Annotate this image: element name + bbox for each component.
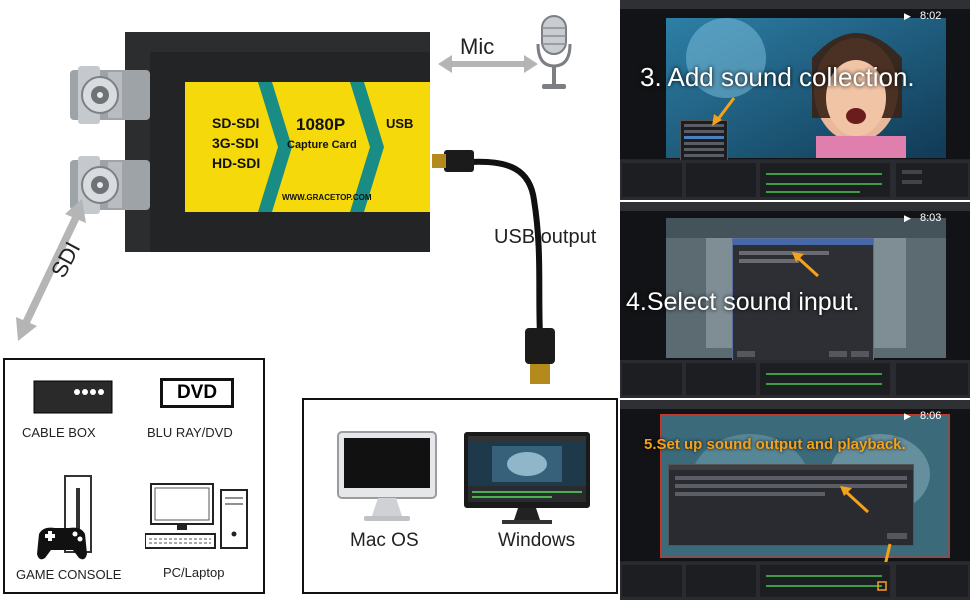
orange-arrow-icon xyxy=(712,97,736,126)
obs-menu-bar xyxy=(620,0,970,13)
windows-monitor-icon xyxy=(464,432,590,524)
device-title-line2: Capture Card xyxy=(287,139,357,151)
operating-systems-box: Mac OS Windows xyxy=(302,398,618,594)
cable-box-label: CABLE BOX xyxy=(22,425,96,440)
play-icon: ▶ xyxy=(904,213,911,223)
usb-output-label: USB output xyxy=(494,226,597,248)
imac-icon xyxy=(337,431,437,521)
device-input-line-1: SD-SDI xyxy=(212,115,259,131)
game-console-icon xyxy=(37,475,92,560)
bnc-connector-bottom xyxy=(70,156,150,214)
obs-screenshot-step-5: 5.Set up sound output and playback. 8:06… xyxy=(620,400,970,600)
mic-double-arrow-icon xyxy=(438,55,538,73)
sdi-double-arrow-icon xyxy=(16,199,86,341)
microphone-icon xyxy=(536,15,572,89)
obs-dock-panels xyxy=(620,360,970,398)
mic-label: Mic xyxy=(460,34,495,59)
windows-label: Windows xyxy=(498,530,576,551)
obs-preview-child-image xyxy=(666,18,946,158)
game-console-label: GAME CONSOLE xyxy=(16,567,122,582)
step-5-time: 8:06 xyxy=(920,410,942,422)
obs-dock-panels xyxy=(620,562,970,600)
bnc-connector-top xyxy=(70,66,150,124)
usb-cable-icon xyxy=(432,150,555,384)
device-input-line-3: HD-SDI xyxy=(212,155,260,171)
obs-menu-bar xyxy=(620,400,970,413)
step-4-time: 8:03 xyxy=(920,212,942,224)
dvd-logo-icon: DVD xyxy=(160,378,234,408)
step-4-text: 4.Select sound input. xyxy=(626,288,860,316)
mac-os-label: Mac OS xyxy=(350,530,419,551)
obs-screenshot-step-3: 3. Add sound collection. 8:02 ▶ xyxy=(620,0,970,200)
capture-card-device: SD-SDI 3G-SDI HD-SDI 1080P Capture Card … xyxy=(70,32,430,252)
obs-select-dialog xyxy=(732,238,874,362)
pc-laptop-icon xyxy=(145,483,248,549)
step-5-text: 5.Set up sound output and playback. xyxy=(644,436,906,453)
video-sources-box: CABLE BOX DVD BLU RAY/DVD GAME CONSOLE P… xyxy=(3,358,265,594)
yellow-label-band xyxy=(185,82,430,212)
play-icon: ▶ xyxy=(904,11,911,21)
device-website: WWW.GRACETOP.COM xyxy=(282,193,372,202)
play-icon: ▶ xyxy=(904,411,911,421)
device-usb-label: USB xyxy=(386,116,413,131)
cable-box-icon xyxy=(33,380,113,414)
step-3-time: 8:02 xyxy=(920,10,942,22)
dvd-logo-text: DVD xyxy=(176,382,218,403)
step-3-text: 3. Add sound collection. xyxy=(640,62,915,92)
obs-screenshot-step-4: 4.Select sound input. 8:03 ▶ xyxy=(620,202,970,398)
orange-arrow-icon xyxy=(840,486,870,514)
blu-ray-label: BLU RAY/DVD xyxy=(147,425,233,440)
obs-advanced-audio-dialog xyxy=(668,464,914,546)
device-title-line1: 1080P xyxy=(296,115,345,134)
device-input-line-2: 3G-SDI xyxy=(212,135,259,151)
obs-menu-bar xyxy=(620,202,970,215)
pc-laptop-label: PC/Laptop xyxy=(163,565,225,580)
obs-dock-panels xyxy=(620,160,970,200)
orange-arrow-icon xyxy=(792,252,820,278)
